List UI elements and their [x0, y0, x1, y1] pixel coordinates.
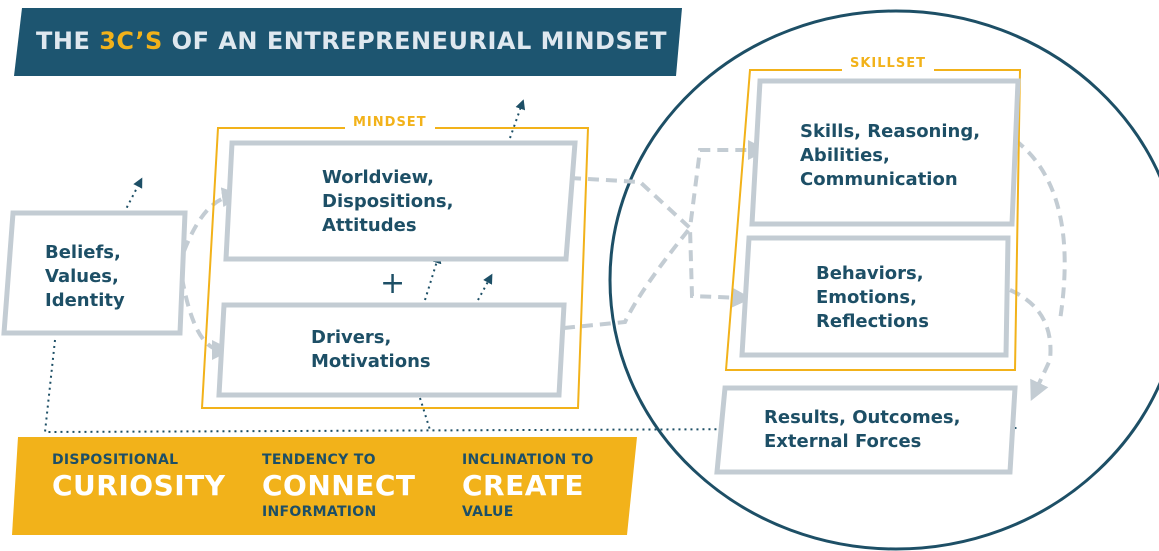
title-prefix: THE [36, 27, 100, 55]
curiosity-dotted-lines [43, 339, 1019, 434]
results-line: Results, Outcomes, [764, 407, 961, 428]
drivers-box [216, 302, 567, 398]
title-suffix: OF AN ENTREPRENEURIAL MINDSET [162, 27, 667, 55]
behaviors-box [739, 235, 1011, 358]
connect-big: CONNECT [262, 469, 416, 502]
create-top: INCLINATION TO [462, 452, 594, 468]
worldview-line: Dispositions, [322, 191, 454, 212]
skills-line: Communication [800, 169, 958, 190]
worldview-line: Attitudes [322, 215, 417, 236]
beliefs-box [1, 210, 188, 336]
connect-bottom: INFORMATION [262, 504, 377, 520]
dashed-gray-arrows [176, 138, 1067, 402]
title-banner [14, 8, 682, 76]
mindset-label: MINDSET [345, 115, 435, 130]
behaviors-line: Reflections [816, 311, 929, 332]
results-line: External Forces [764, 431, 922, 452]
worldview-box [223, 140, 578, 262]
page-title: THE 3C’S OF AN ENTREPRENEURIAL MINDSET [36, 27, 667, 55]
connect-top: TENDENCY TO [262, 452, 376, 468]
curiosity-top: DISPOSITIONAL [52, 452, 179, 468]
curiosity-big: CURIOSITY [52, 469, 226, 502]
create-bottom: VALUE [462, 504, 514, 520]
plus-sign: + [380, 266, 406, 301]
outgoing-dotted-arrows [123, 99, 526, 301]
worldview-text: Worldview, Dispositions, Attitudes [322, 166, 453, 238]
skills-text: Skills, Reasoning, Abilities, Communicat… [800, 120, 980, 192]
skills-line: Skills, Reasoning, [800, 121, 981, 142]
results-text: Results, Outcomes, External Forces [764, 406, 960, 454]
three-cs-banner [12, 437, 637, 535]
beliefs-line: Values, [45, 266, 119, 287]
behaviors-line: Emotions, [816, 287, 917, 308]
worldview-line: Worldview, [322, 167, 434, 188]
skillset-label: SKILLSET [842, 56, 934, 71]
mindset-frame [200, 127, 590, 409]
drivers-line: Drivers, [311, 327, 392, 348]
skillset-circle [608, 9, 1159, 551]
skills-box [749, 78, 1021, 227]
results-box [714, 385, 1018, 475]
beliefs-line: Beliefs, [45, 242, 121, 263]
behaviors-text: Behaviors, Emotions, Reflections [816, 262, 929, 334]
drivers-line: Motivations [311, 351, 431, 372]
drivers-text: Drivers, Motivations [311, 326, 431, 374]
title-accent: 3C’S [99, 27, 163, 55]
beliefs-line: Identity [45, 290, 125, 311]
create-big: CREATE [462, 469, 584, 502]
behaviors-line: Behaviors, [816, 263, 924, 284]
beliefs-text: Beliefs, Values, Identity [45, 241, 125, 313]
skills-line: Abilities, [800, 145, 890, 166]
